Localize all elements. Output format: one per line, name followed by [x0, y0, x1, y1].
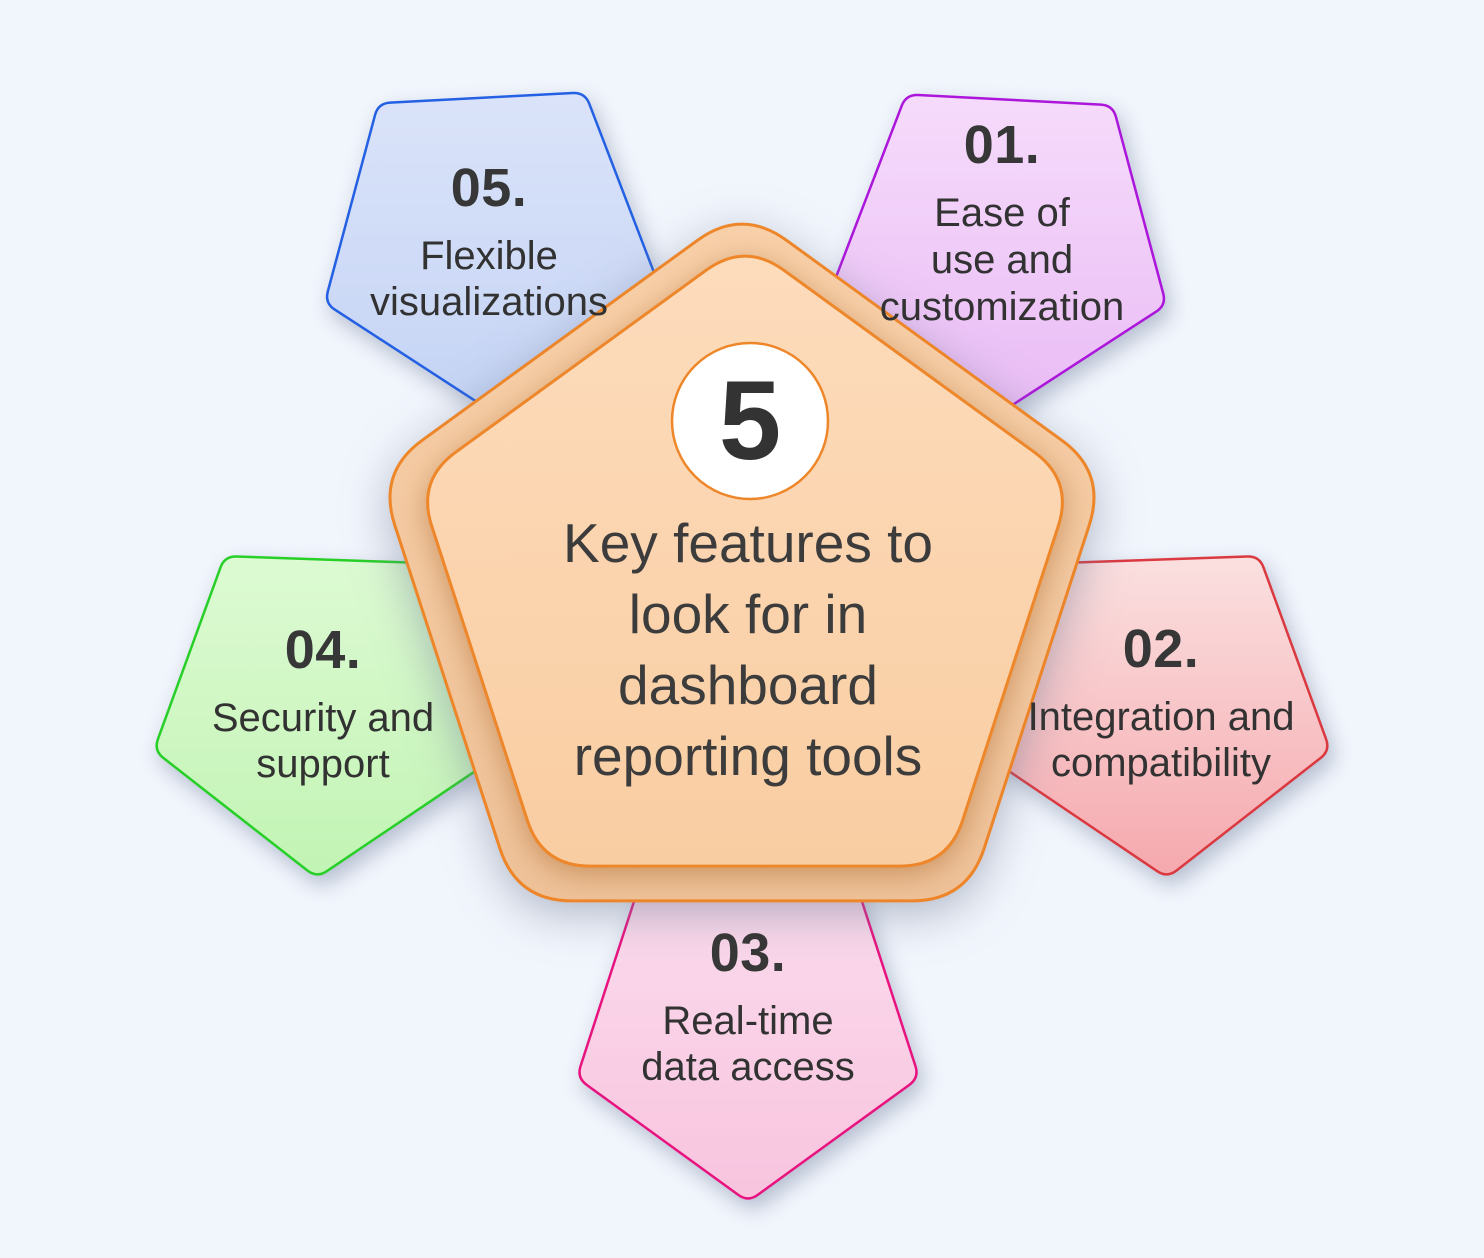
center-badge-circle: [670, 341, 830, 501]
pentagon-03-shape: [578, 875, 918, 1200]
center-pentagon-face: [426, 254, 1064, 868]
